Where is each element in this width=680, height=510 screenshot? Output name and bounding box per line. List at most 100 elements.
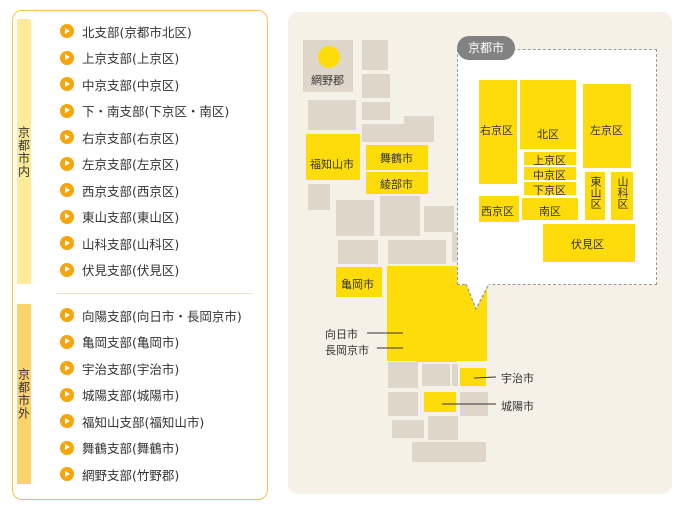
- higashiyama-label: 東山区: [589, 176, 602, 209]
- play-arrow-icon: [60, 50, 74, 65]
- higashiyama-region[interactable]: [585, 172, 605, 220]
- map-block: [338, 240, 378, 264]
- joyo-region[interactable]: [424, 392, 456, 412]
- map-block: [388, 240, 446, 264]
- kyoto-city-region-south: [416, 340, 456, 362]
- branch-link-uji[interactable]: 宇治支部(宇治市): [60, 355, 242, 382]
- muko-label: 向日市: [325, 328, 358, 341]
- map-block: [452, 364, 458, 386]
- map-block: [392, 420, 424, 438]
- shimogyo-region[interactable]: [524, 182, 576, 195]
- minami-region[interactable]: [522, 198, 578, 220]
- branch-link-amino[interactable]: 網野支部(竹野郡): [60, 461, 242, 488]
- branch-link-fushimi[interactable]: 伏見支部(伏見区): [60, 257, 229, 284]
- branch-label: 山科支部(山科区): [82, 236, 180, 252]
- play-arrow-icon: [60, 262, 74, 277]
- branch-label: 網野支部(竹野郡): [82, 467, 180, 483]
- play-arrow-icon: [60, 236, 74, 251]
- branch-label: 北支部(京都市北区): [82, 24, 192, 40]
- branch-label: 城陽支部(城陽市): [82, 388, 180, 404]
- map-block: [388, 392, 418, 416]
- branch-label: 亀岡支部(亀岡市): [82, 335, 180, 351]
- muko-region[interactable]: [403, 330, 423, 338]
- nishikyo-label: 西京区: [481, 205, 514, 218]
- play-arrow-icon: [60, 183, 74, 198]
- play-arrow-icon: [60, 361, 74, 376]
- yamashina-label: 山科区: [616, 176, 629, 209]
- play-arrow-icon: [60, 308, 74, 323]
- maizuru-region[interactable]: [366, 145, 428, 170]
- nagaokakyo-region[interactable]: [403, 344, 423, 352]
- kita-region-top: [520, 80, 576, 105]
- map-block: [424, 206, 454, 232]
- uji-region[interactable]: [460, 368, 486, 386]
- branch-link-koyo[interactable]: 向陽支部(向日市・長岡京市): [60, 302, 242, 329]
- nakagyo-label: 中京区: [533, 169, 566, 182]
- branch-link-yamashina[interactable]: 山科支部(山科区): [60, 230, 229, 257]
- kamigyo-label: 上京区: [533, 154, 566, 167]
- map-block: [308, 184, 330, 210]
- amino-label: 網野郡: [311, 74, 344, 87]
- play-arrow-icon: [60, 209, 74, 224]
- play-arrow-icon: [60, 24, 74, 39]
- play-arrow-icon: [60, 130, 74, 145]
- outside-city-heading: 京都市外: [17, 304, 31, 484]
- branch-label: 西京支部(西京区): [82, 183, 180, 199]
- branch-label: 下・南支部(下京区・南区): [82, 104, 230, 120]
- branch-link-nakagyo[interactable]: 中京支部(中京区): [60, 71, 229, 98]
- nagaokakyo-label: 長岡京市: [325, 344, 369, 357]
- branch-link-fukuchiyama[interactable]: 福知山支部(福知山市): [60, 408, 242, 435]
- play-arrow-icon: [60, 440, 74, 455]
- play-arrow-icon: [60, 467, 74, 482]
- sakyo-label: 左京区: [590, 124, 623, 137]
- play-arrow-icon: [60, 414, 74, 429]
- map-block: [404, 116, 434, 142]
- branch-label: 東山支部(東山区): [82, 210, 180, 226]
- branch-link-kameoka[interactable]: 亀岡支部(亀岡市): [60, 329, 242, 356]
- outside-city-branch-list: 向陽支部(向日市・長岡京市) 亀岡支部(亀岡市) 宇治支部(宇治市) 城陽支部(…: [60, 302, 242, 488]
- branch-link-joyo[interactable]: 城陽支部(城陽市): [60, 382, 242, 409]
- yamashina-region[interactable]: [611, 172, 633, 220]
- kameoka-region[interactable]: [336, 267, 382, 297]
- map-block: [428, 416, 458, 440]
- branch-label: 上京支部(上京区): [82, 51, 180, 67]
- map-block: [308, 100, 356, 130]
- ukyo-region[interactable]: [479, 80, 517, 184]
- branch-link-sakyo[interactable]: 左京支部(左京区): [60, 151, 229, 178]
- map-block: [412, 442, 486, 462]
- branch-label: 左京支部(左京区): [82, 157, 180, 173]
- branch-link-maizuru[interactable]: 舞鶴支部(舞鶴市): [60, 435, 242, 462]
- kyoto-city-tag: 京都市: [457, 36, 516, 60]
- branch-link-nishikyo[interactable]: 西京支部(西京区): [60, 177, 229, 204]
- kamigyo-region[interactable]: [524, 152, 576, 165]
- branch-link-kita[interactable]: 北支部(京都市北区): [60, 18, 229, 45]
- kameoka-label: 亀岡市: [341, 278, 374, 291]
- branch-link-ukyo[interactable]: 右京支部(右京区): [60, 124, 229, 151]
- map-block: [362, 74, 390, 98]
- map-block: [362, 40, 388, 70]
- kita-region[interactable]: [520, 105, 576, 149]
- sakyo-region[interactable]: [583, 84, 631, 168]
- muko-leader-lines: [367, 332, 403, 349]
- map-block: [422, 364, 450, 386]
- branch-label: 伏見支部(伏見区): [82, 263, 180, 279]
- map-block: [388, 362, 418, 388]
- branch-link-higashiyama[interactable]: 東山支部(東山区): [60, 204, 229, 231]
- fushimi-region[interactable]: [543, 224, 635, 262]
- popup-pointer: [465, 283, 490, 311]
- branch-label: 福知山支部(福知山市): [82, 414, 205, 430]
- fukuchiyama-region[interactable]: [306, 134, 360, 180]
- nakagyo-region[interactable]: [524, 167, 576, 180]
- branch-label: 舞鶴支部(舞鶴市): [82, 441, 180, 457]
- nishikyo-region[interactable]: [479, 196, 519, 222]
- kita-label: 北区: [537, 128, 559, 141]
- branch-link-kamigyo[interactable]: 上京支部(上京区): [60, 45, 229, 72]
- branch-link-shimo-minami[interactable]: 下・南支部(下京区・南区): [60, 98, 229, 125]
- ayabe-label: 綾部市: [380, 178, 413, 191]
- amino-marker[interactable]: [318, 46, 340, 68]
- branch-label: 中京支部(中京区): [82, 77, 180, 93]
- inside-city-heading: 京都市内: [17, 19, 31, 284]
- uji-joyo-leader-lines: [442, 376, 497, 405]
- ayabe-region[interactable]: [366, 172, 428, 194]
- play-arrow-icon: [60, 103, 74, 118]
